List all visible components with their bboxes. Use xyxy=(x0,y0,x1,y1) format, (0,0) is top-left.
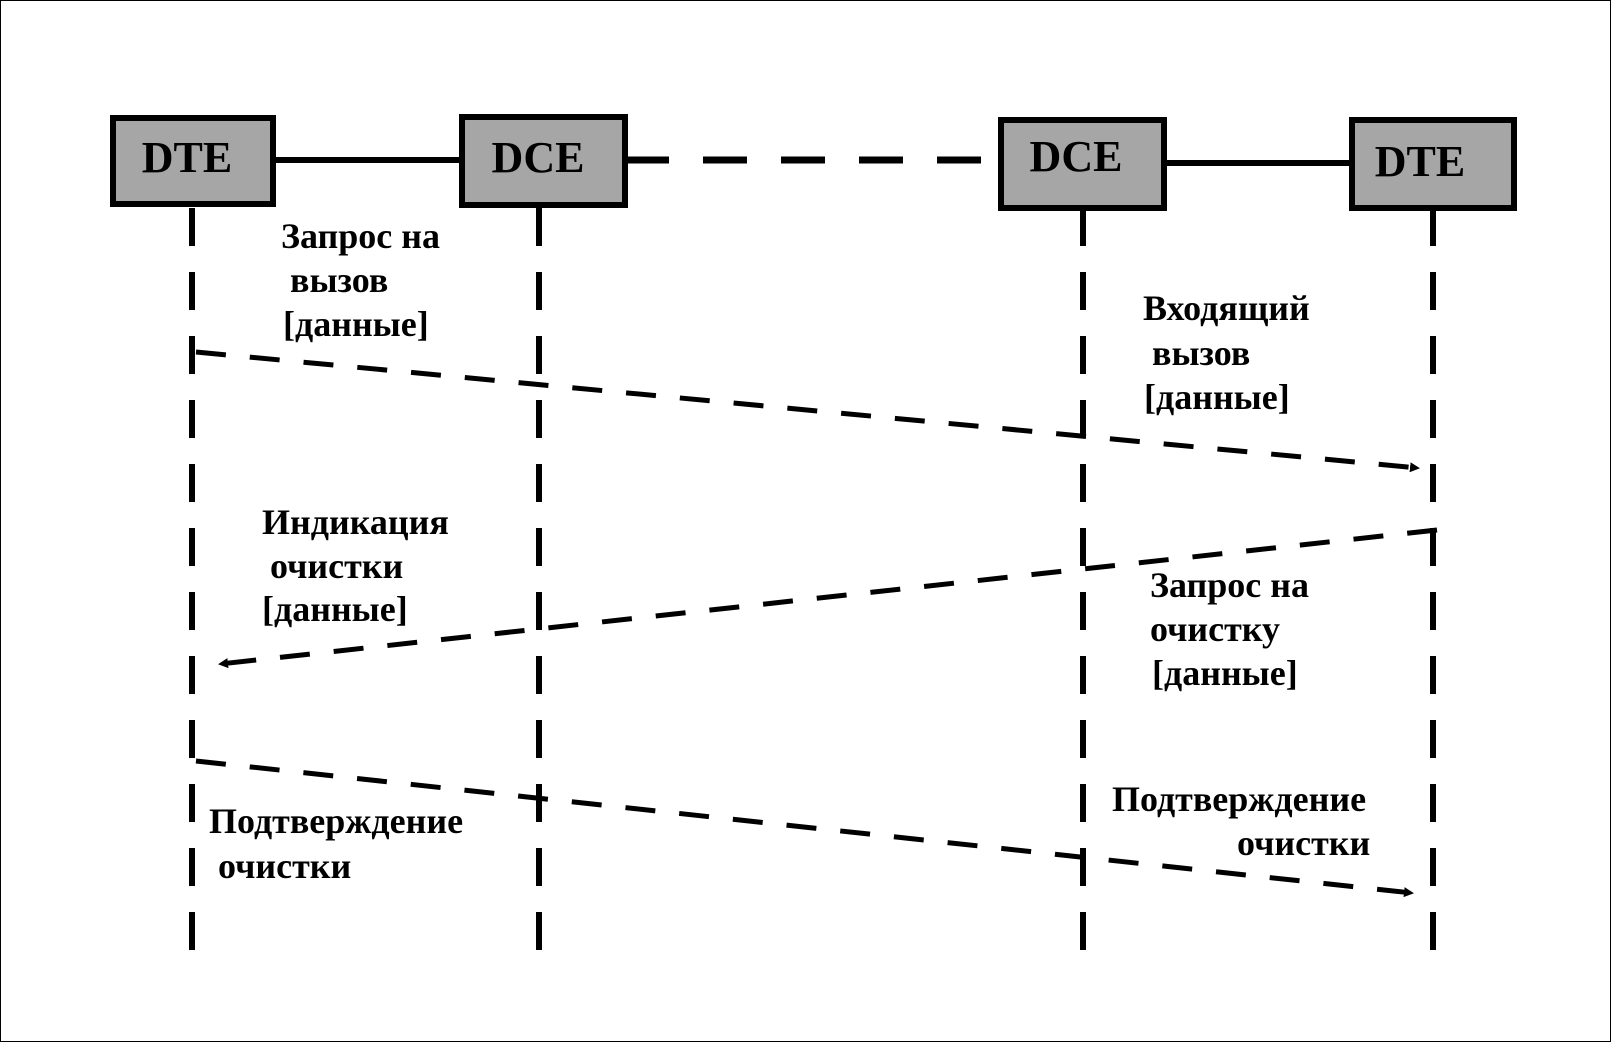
label-clear-indication: Индикация очистки [данные] xyxy=(262,502,458,629)
node-dce-left: DCE xyxy=(459,114,628,208)
node-dte-right: DTE xyxy=(1349,117,1517,211)
node-dce-right-label: DCE xyxy=(1030,132,1123,181)
label-clear-confirm-left: Подтверждение очистки xyxy=(209,801,472,886)
arrow-call-request xyxy=(195,349,1420,473)
label-clear-request: Запрос на очистку [данные] xyxy=(1150,565,1318,693)
node-dce-left-label: DCE xyxy=(492,133,585,182)
node-dte-left: DTE xyxy=(110,115,276,207)
arrow-clear-confirm xyxy=(195,758,1414,898)
node-dce-right: DCE xyxy=(998,117,1167,211)
node-dte-left-label: DTE xyxy=(142,133,232,182)
node-dte-right-label: DTE xyxy=(1375,137,1465,186)
arrow-clear-indication xyxy=(218,527,1438,669)
label-call-request: Запрос на вызов [данные] xyxy=(281,216,449,344)
label-incoming-call: Входящий вызов [данные] xyxy=(1143,288,1319,417)
label-clear-confirm-right: Подтверждение очистки xyxy=(1112,779,1375,863)
